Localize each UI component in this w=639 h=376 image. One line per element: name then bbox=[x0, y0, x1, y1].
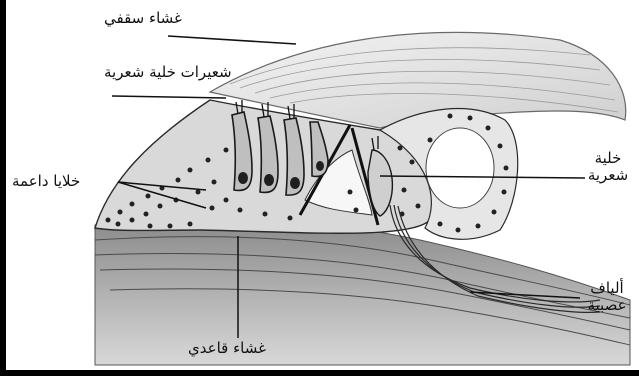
label-nerve-fibers: ألياف عصبية bbox=[580, 280, 634, 315]
label-basilar-membrane: غشاء قاعدي bbox=[188, 340, 266, 357]
label-nerve-fibers-line2: عصبية bbox=[580, 297, 634, 314]
frame-bottom-edge bbox=[0, 370, 639, 376]
frame-left-edge bbox=[0, 0, 6, 376]
label-supporting-cells: خلايا داعمة bbox=[12, 173, 80, 190]
leader-tectorial bbox=[168, 36, 296, 44]
label-tectorial-membrane: غشاء سقفي bbox=[104, 10, 182, 27]
label-hair-cell: خلية شعرية bbox=[582, 150, 634, 185]
tunnel-space-right bbox=[426, 128, 494, 208]
leader-stereocilia bbox=[112, 96, 226, 98]
label-hair-cell-stereocilia: شعيرات خلية شعرية bbox=[104, 64, 232, 81]
label-nerve-fibers-line1: ألياف bbox=[580, 280, 634, 297]
label-hair-cell-line1: خلية bbox=[582, 150, 634, 167]
basilar-region-shape bbox=[95, 220, 630, 365]
label-hair-cell-line2: شعرية bbox=[582, 167, 634, 184]
